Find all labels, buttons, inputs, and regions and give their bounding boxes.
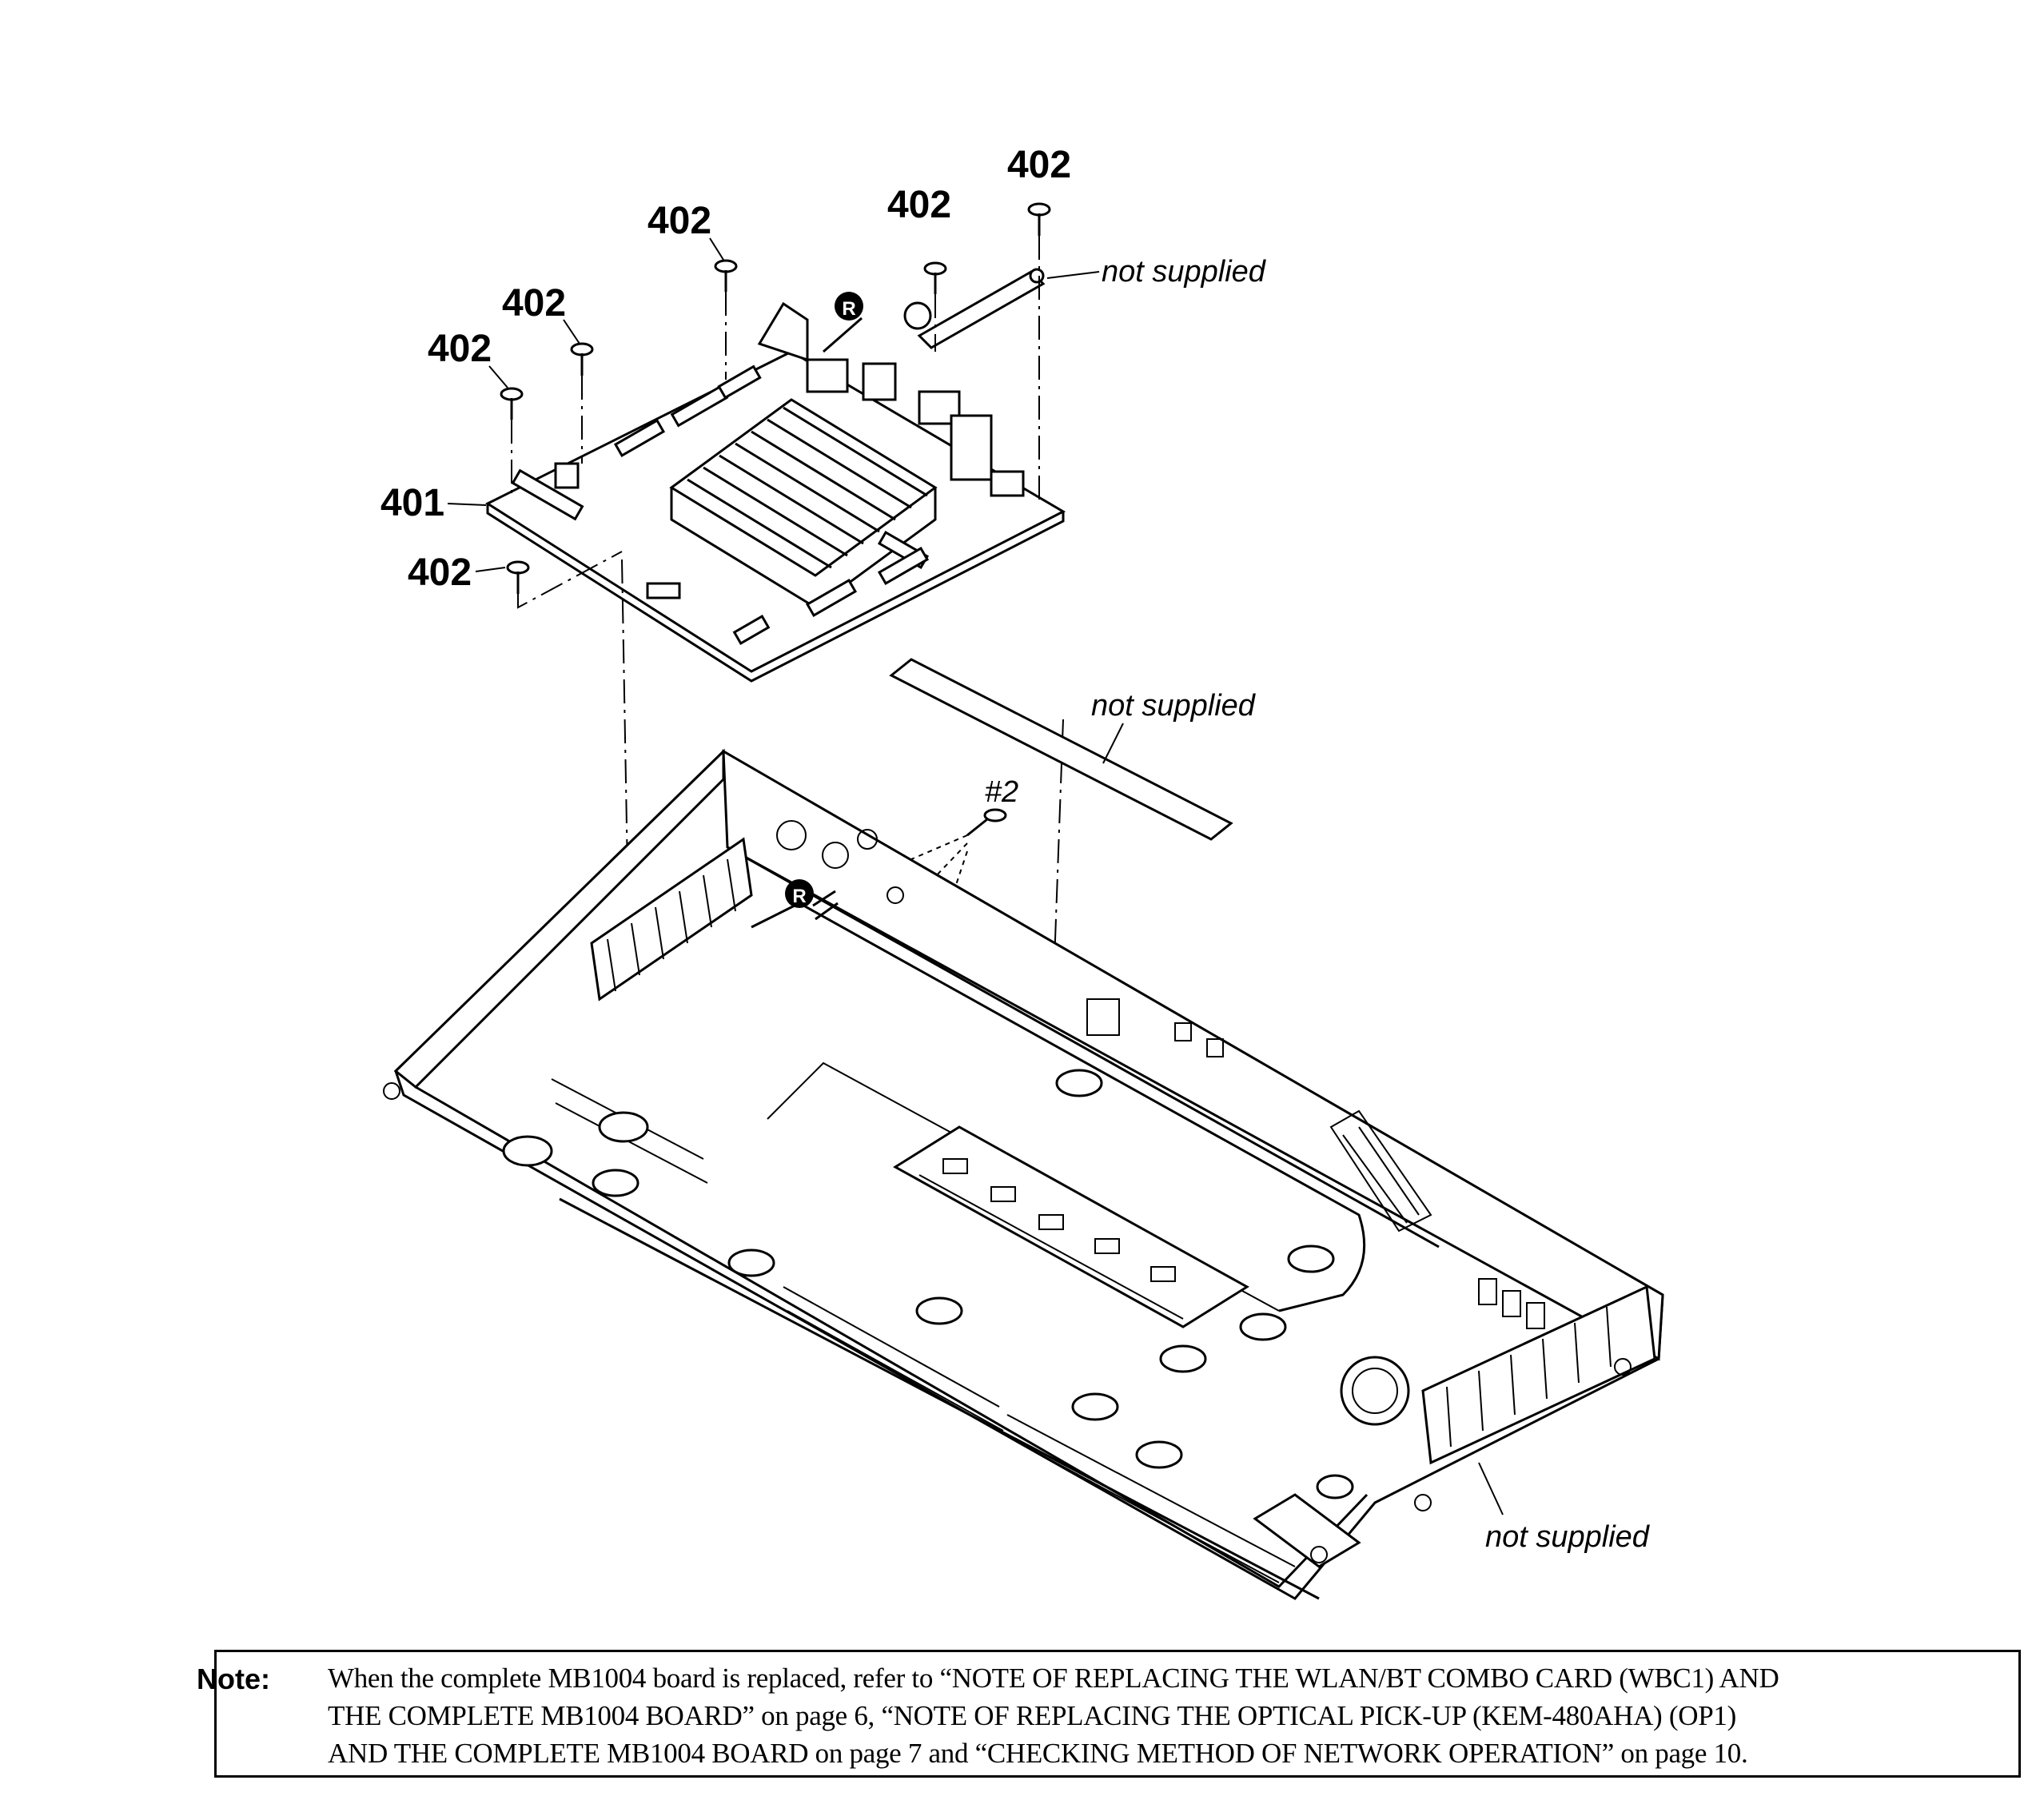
callout-not-supplied-sheet: not supplied	[1091, 689, 1257, 723]
callout-401: 401	[381, 482, 444, 524]
callout-402: 402	[408, 552, 472, 594]
callout-not-supplied-grille: not supplied	[1485, 1520, 1651, 1554]
callout-402: 402	[887, 184, 951, 226]
screw	[923, 261, 947, 294]
callout-screw-2: #2	[985, 775, 1018, 809]
chassis	[383, 748, 1664, 1600]
r-mark-chassis: R	[785, 879, 839, 921]
screw	[1027, 202, 1051, 236]
heatsink	[669, 398, 938, 609]
main-board-401	[484, 301, 1066, 683]
screw-2	[966, 808, 1007, 837]
insulator-sheet	[889, 658, 1233, 841]
callout-402: 402	[1007, 144, 1071, 186]
note-label: Note:	[197, 1663, 270, 1695]
rear-fan-grille	[1329, 1109, 1432, 1233]
callout-402: 402	[428, 328, 492, 370]
note-line-1: When the complete MB1004 board is replac…	[328, 1663, 1779, 1694]
screws-402	[500, 202, 1051, 837]
screw	[714, 259, 738, 292]
callout-not-supplied-bracket: not supplied	[1102, 255, 1267, 289]
callout-402: 402	[502, 282, 566, 325]
note-line-3: AND THE COMPLETE MB1004 BOARD on page 7 …	[328, 1738, 1748, 1769]
front-vents	[551, 1078, 1320, 1600]
r-mark-top: R	[823, 292, 863, 353]
screw	[506, 560, 530, 594]
callout-402: 402	[647, 200, 711, 242]
rear-bracket	[903, 268, 1046, 349]
note-box	[214, 1650, 2021, 1778]
note-line-2: THE COMPLETE MB1004 BOARD” on page 6, “N…	[328, 1700, 1736, 1731]
r-mark-label: R	[842, 298, 855, 320]
r-mark-label: R	[792, 886, 806, 907]
screw	[500, 387, 524, 420]
screw	[570, 342, 594, 376]
